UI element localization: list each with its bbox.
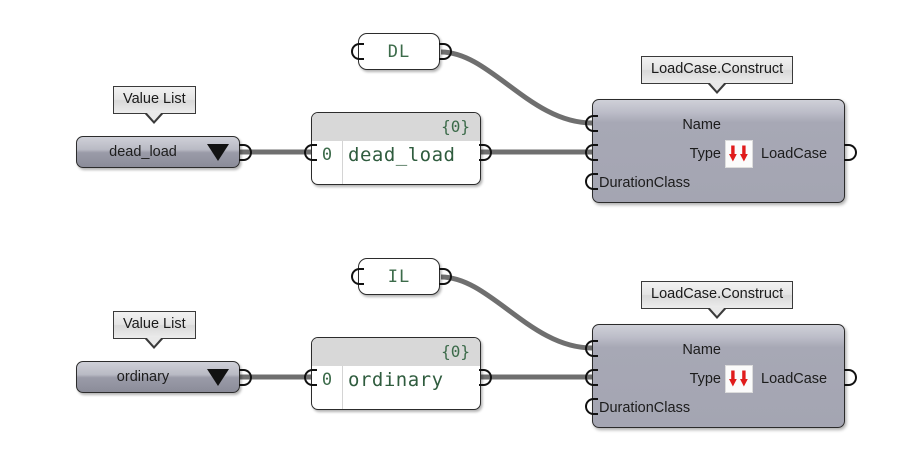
value-list-output-port-2[interactable]: [239, 369, 252, 386]
callout-tail-icon: [707, 82, 728, 94]
component-input-port-durationclass-1[interactable]: [585, 173, 598, 190]
double-red-down-arrow-icon: [725, 140, 753, 168]
panel-gutter-divider: [342, 113, 343, 184]
callout-label: Value List: [123, 316, 186, 332]
panel-node-1[interactable]: {0} 0 dead_load: [311, 112, 481, 185]
panel-row: 0 ordinary: [312, 366, 480, 396]
component-input-label-type[interactable]: Type: [689, 146, 721, 162]
text-node-il[interactable]: IL: [358, 258, 440, 295]
callout-loadcase-construct-2: LoadCase.Construct: [641, 281, 794, 319]
component-input-label-name[interactable]: Name: [682, 117, 721, 133]
panel-count-label: {0}: [441, 342, 470, 361]
triangle-down-icon[interactable]: [203, 368, 239, 386]
component-input-port-durationclass-2[interactable]: [585, 398, 598, 415]
callout-label: LoadCase.Construct: [651, 286, 784, 302]
text-node-il-input-port[interactable]: [351, 268, 364, 285]
component-output-label-loadcase[interactable]: LoadCase: [761, 146, 828, 162]
panel-input-port-1[interactable]: [304, 144, 317, 161]
component-output-port-loadcase-1[interactable]: [844, 144, 857, 161]
callout-value-list-1: Value List: [113, 86, 196, 124]
panel-header: {0}: [312, 113, 480, 141]
double-red-down-arrow-icon: [725, 365, 753, 393]
component-input-port-type-2[interactable]: [585, 369, 598, 386]
callout-label: LoadCase.Construct: [651, 61, 784, 77]
panel-row-index: 0: [321, 145, 333, 165]
text-node-dl-output-port[interactable]: [439, 43, 452, 60]
text-node-dl[interactable]: DL: [358, 33, 440, 70]
component-output-label-loadcase[interactable]: LoadCase: [761, 371, 828, 387]
triangle-down-icon[interactable]: [203, 143, 239, 161]
component-loadcase-construct-1[interactable]: Name Type DurationClass LoadCase: [592, 99, 845, 203]
callout-tail-icon: [144, 112, 165, 124]
callout-value-list-2: Value List: [113, 311, 196, 349]
component-output-port-loadcase-2[interactable]: [844, 369, 857, 386]
callout-label: Value List: [123, 91, 186, 107]
panel-count-label: {0}: [441, 117, 470, 136]
component-loadcase-construct-2[interactable]: Name Type DurationClass LoadCase: [592, 324, 845, 428]
text-node-il-output-port[interactable]: [439, 268, 452, 285]
panel-row-value: dead_load: [348, 144, 456, 166]
callout-tail-icon: [707, 307, 728, 319]
callout-loadcase-construct-1: LoadCase.Construct: [641, 56, 794, 94]
panel-row-value: ordinary: [348, 369, 444, 391]
component-input-port-type-1[interactable]: [585, 144, 598, 161]
value-list-selected-value[interactable]: dead_load: [109, 144, 177, 160]
component-input-label-durationclass[interactable]: DurationClass: [599, 175, 691, 191]
value-list-node-1[interactable]: dead_load: [76, 136, 240, 168]
panel-gutter-divider: [342, 338, 343, 409]
callout-tail-icon: [144, 337, 165, 349]
panel-output-port-1[interactable]: [479, 144, 492, 161]
text-node-dl-input-port[interactable]: [351, 43, 364, 60]
panel-output-port-2[interactable]: [479, 369, 492, 386]
component-input-label-name[interactable]: Name: [682, 342, 721, 358]
panel-header: {0}: [312, 338, 480, 366]
component-input-port-name-1[interactable]: [585, 115, 598, 132]
value-list-node-2[interactable]: ordinary: [76, 361, 240, 393]
panel-row: 0 dead_load: [312, 141, 480, 171]
component-input-label-durationclass[interactable]: DurationClass: [599, 400, 691, 416]
value-list-output-port-1[interactable]: [239, 144, 252, 161]
panel-input-port-2[interactable]: [304, 369, 317, 386]
panel-node-2[interactable]: {0} 0 ordinary: [311, 337, 481, 410]
text-node-label: DL: [387, 41, 411, 62]
panel-row-index: 0: [321, 370, 333, 390]
value-list-selected-value[interactable]: ordinary: [116, 369, 170, 385]
component-input-label-type[interactable]: Type: [689, 371, 721, 387]
component-input-port-name-2[interactable]: [585, 340, 598, 357]
text-node-label: IL: [387, 266, 411, 287]
